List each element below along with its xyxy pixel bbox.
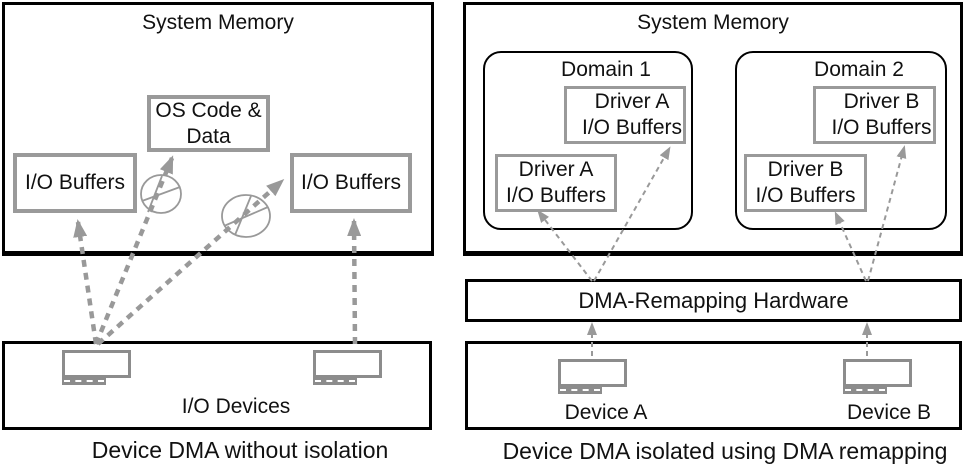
device-connector bbox=[558, 387, 602, 394]
io-buffers-left-label: I/O Buffers bbox=[25, 171, 125, 194]
domain-2-label: Domain 2 bbox=[814, 58, 904, 81]
device-a-icon bbox=[558, 359, 628, 394]
dma-remapping-hardware-label: DMA-Remapping Hardware bbox=[578, 287, 849, 313]
os-code-data-label: OS Code & Data bbox=[155, 98, 262, 148]
driver-a-buffer-top-label: Driver A I/O Buffers bbox=[582, 90, 682, 139]
driver-a-buffer-bottom-box: Driver A I/O Buffers bbox=[495, 154, 617, 212]
driver-b-buffer-bottom-label: Driver B I/O Buffers bbox=[755, 158, 856, 207]
dma-remapping-hardware-box: DMA-Remapping Hardware bbox=[465, 279, 962, 322]
left-caption: Device DMA without isolation bbox=[91, 437, 389, 463]
device-body bbox=[313, 350, 382, 378]
io-device-icon bbox=[313, 350, 383, 385]
device-body bbox=[62, 350, 131, 378]
device-body bbox=[558, 359, 627, 387]
os-code-data-box: OS Code & Data bbox=[147, 95, 270, 152]
io-buffers-left-box: I/O Buffers bbox=[13, 153, 137, 213]
driver-b-buffer-top-label: Driver B I/O Buffers bbox=[831, 90, 932, 139]
driver-b-buffer-top-box: Driver B I/O Buffers bbox=[813, 86, 936, 144]
io-device-icon bbox=[62, 350, 132, 385]
device-b-icon bbox=[843, 359, 913, 394]
left-system-memory-title: System Memory bbox=[142, 11, 294, 34]
domain-1-label: Domain 1 bbox=[561, 58, 651, 81]
io-devices-label: I/O Devices bbox=[181, 395, 291, 418]
device-connector bbox=[843, 387, 887, 394]
device-a-label: Device A bbox=[564, 401, 648, 424]
io-buffers-right-label: I/O Buffers bbox=[301, 171, 401, 194]
right-caption: Device DMA isolated using DMA remapping … bbox=[502, 438, 948, 467]
right-system-memory-title: System Memory bbox=[637, 11, 789, 34]
device-body bbox=[843, 359, 912, 387]
io-buffers-right-box: I/O Buffers bbox=[290, 153, 412, 213]
device-connector bbox=[313, 378, 357, 385]
driver-b-buffer-bottom-box: Driver B I/O Buffers bbox=[744, 154, 867, 212]
driver-a-buffer-top-box: Driver A I/O Buffers bbox=[564, 86, 686, 144]
driver-a-buffer-bottom-label: Driver A I/O Buffers bbox=[506, 158, 606, 207]
device-b-label: Device B bbox=[846, 401, 932, 424]
device-connector bbox=[62, 378, 106, 385]
